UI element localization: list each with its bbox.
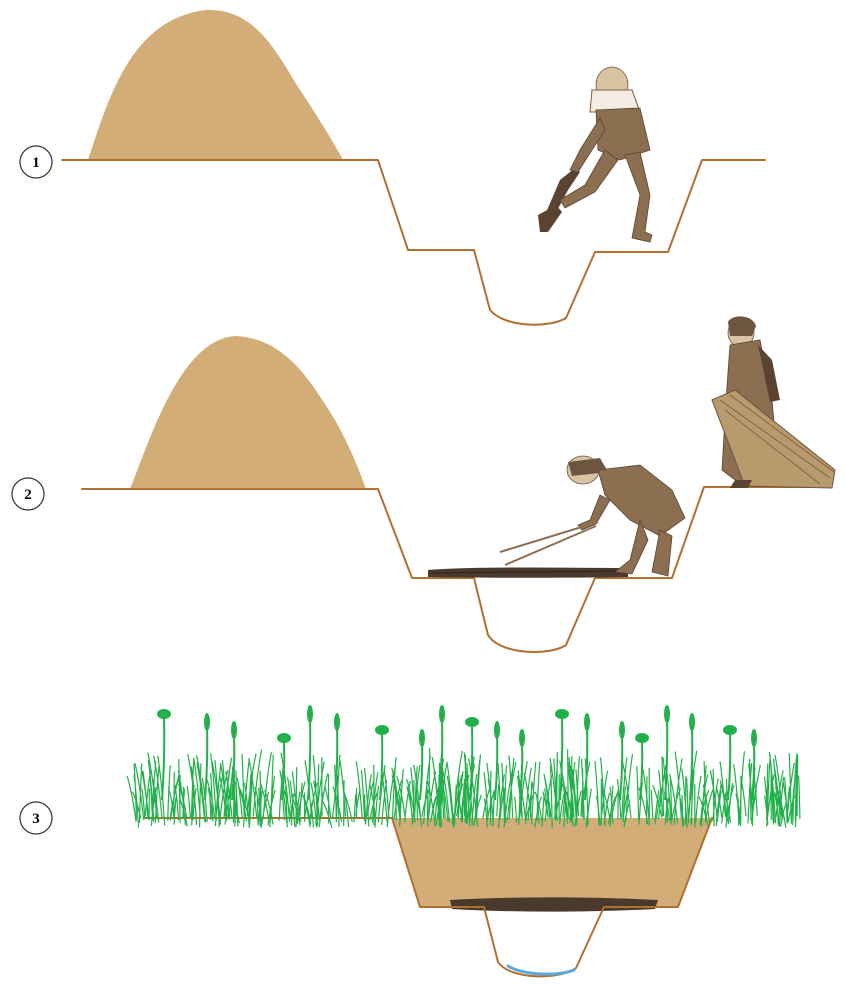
step-2-spoil-heap <box>130 336 366 489</box>
flower-stem <box>205 726 207 800</box>
flower-head <box>465 717 479 727</box>
flower-stem <box>308 718 310 800</box>
step-2-panel: 2 <box>12 316 835 652</box>
flower-head <box>723 725 737 735</box>
flower-head <box>307 705 313 723</box>
flower-stem <box>162 718 164 800</box>
flower-head <box>419 729 425 747</box>
step-2-number: 2 <box>24 487 32 503</box>
step-1-panel: 1 <box>20 10 765 325</box>
flower-head <box>494 721 500 739</box>
step-2-brushwood-layer <box>428 568 628 578</box>
flower-head <box>664 705 670 723</box>
flower-stem <box>620 734 622 800</box>
flower-head <box>439 705 445 723</box>
flower-stem <box>665 718 667 800</box>
step-2-worker-figure <box>500 456 685 576</box>
flower-stem <box>420 742 422 800</box>
flower-head <box>375 725 389 735</box>
step-3-label: 3 <box>20 802 52 834</box>
flower-head <box>555 709 569 719</box>
flower-head <box>751 729 757 747</box>
step-3-backfill-soil <box>392 818 712 907</box>
flower-head <box>204 713 210 731</box>
step-3-meadow-grass <box>127 705 800 828</box>
flower-head <box>635 733 649 743</box>
flower-stem <box>335 726 337 800</box>
flower-head <box>277 733 291 743</box>
step-2-label: 2 <box>12 478 44 510</box>
flower-head <box>157 709 171 719</box>
flower-head <box>584 713 590 731</box>
flower-head <box>519 729 525 747</box>
flower-stem <box>495 734 497 800</box>
grass-blades <box>127 748 800 828</box>
flower-head <box>619 721 625 739</box>
step-3-buried-brushwood <box>450 897 658 911</box>
step-3-panel: 3 <box>20 705 800 976</box>
flower-head <box>689 713 695 731</box>
step-3-number: 3 <box>32 811 40 827</box>
step-2-reed-carrier-figure <box>712 316 835 488</box>
step-1-spoil-heap <box>88 10 343 160</box>
flower-head <box>334 713 340 731</box>
step-1-ground-profile <box>62 160 765 325</box>
step-1-digger-figure <box>538 67 652 242</box>
flower-head <box>231 721 237 739</box>
step-1-label: 1 <box>20 146 52 178</box>
step-1-number: 1 <box>32 155 40 171</box>
flower-stem <box>728 734 730 800</box>
